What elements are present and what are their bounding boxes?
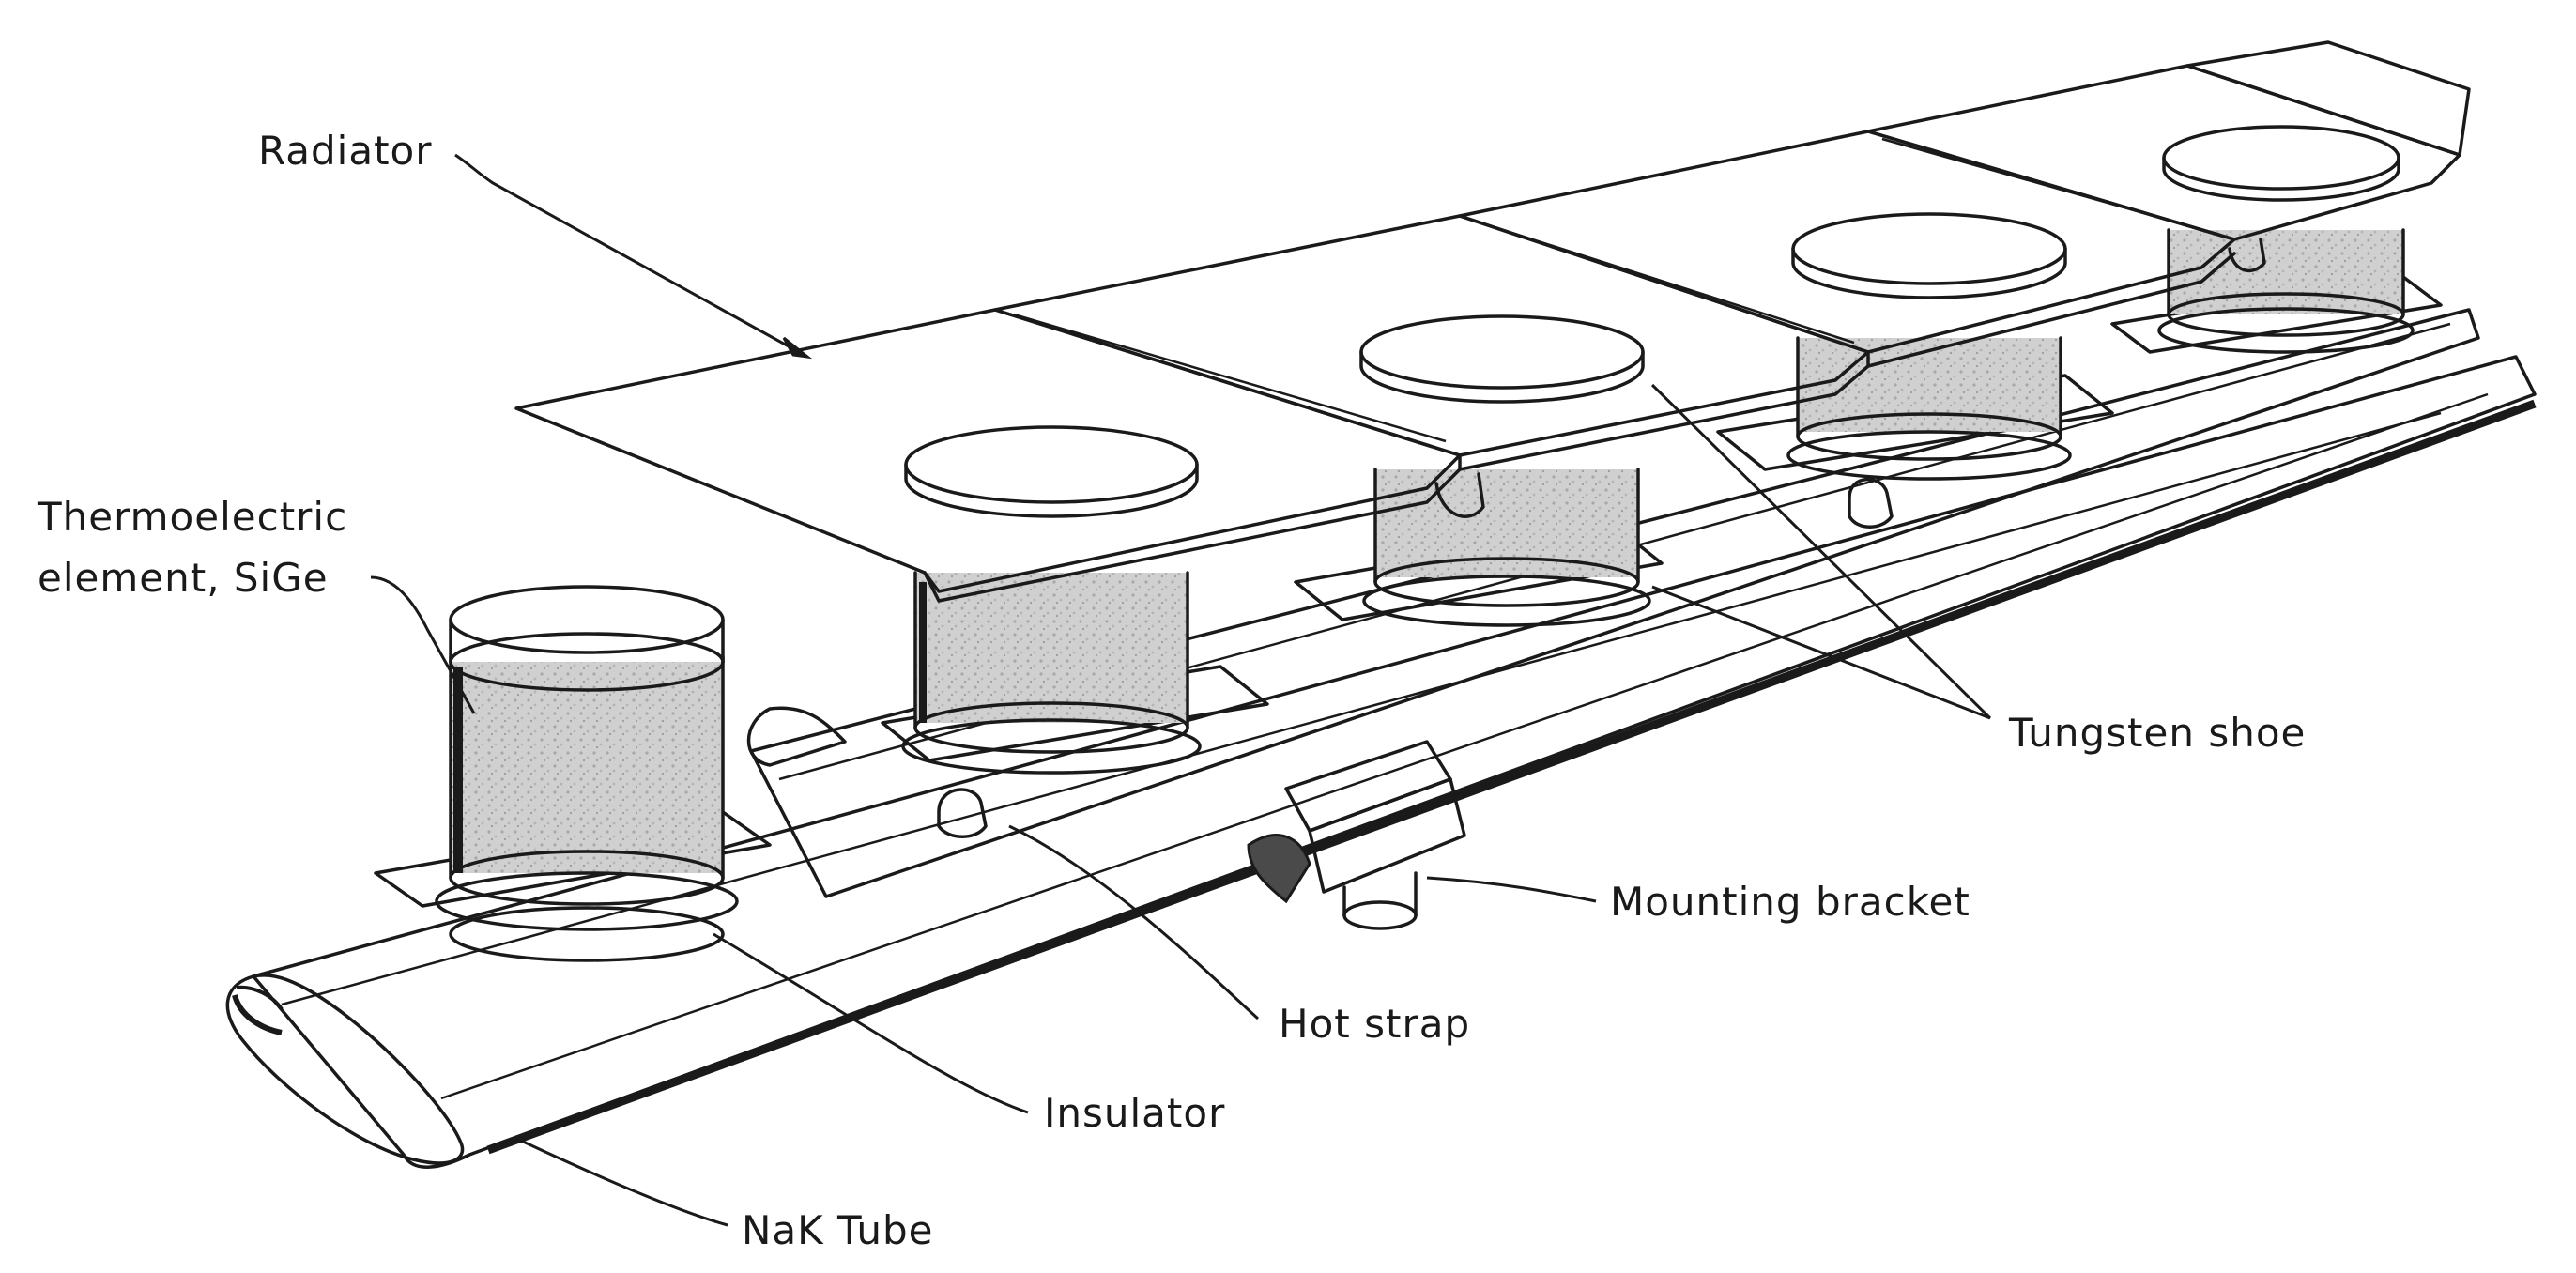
thermoelectric-element-4 — [1786, 336, 2072, 481]
thermoelectric-element-3 — [1362, 468, 1651, 627]
label-thermoelectric-line1: Thermoelectric — [37, 494, 347, 540]
labels: Radiator Thermoelectric element, SiGe Tu… — [37, 128, 2306, 1253]
label-nak-tube: NaK Tube — [742, 1207, 933, 1253]
thermoelectric-element-2 — [901, 571, 1202, 775]
label-hot-strap: Hot strap — [1279, 1001, 1470, 1047]
label-thermoelectric-line2: element, SiGe — [38, 555, 329, 601]
thermoelectric-element-5 — [2157, 228, 2415, 354]
nak-tube — [225, 355, 2537, 1169]
tungsten-shoe-1 — [904, 425, 1199, 518]
label-tungsten-shoe: Tungsten shoe — [2008, 710, 2306, 756]
label-mounting-bracket: Mounting bracket — [1610, 879, 1970, 925]
tungsten-shoe-4 — [2162, 125, 2400, 202]
mounting-bracket — [1247, 740, 1466, 930]
radiator-panels — [514, 40, 2471, 603]
leader-lines — [370, 153, 1992, 1227]
label-insulator: Insulator — [1044, 1090, 1225, 1136]
tungsten-shoe-3 — [1791, 212, 2067, 299]
tungsten-shoe-2 — [1359, 314, 1645, 404]
label-radiator: Radiator — [258, 128, 433, 174]
thermoelectric-element-1 — [435, 585, 739, 962]
tungsten-shoes — [904, 125, 2400, 518]
